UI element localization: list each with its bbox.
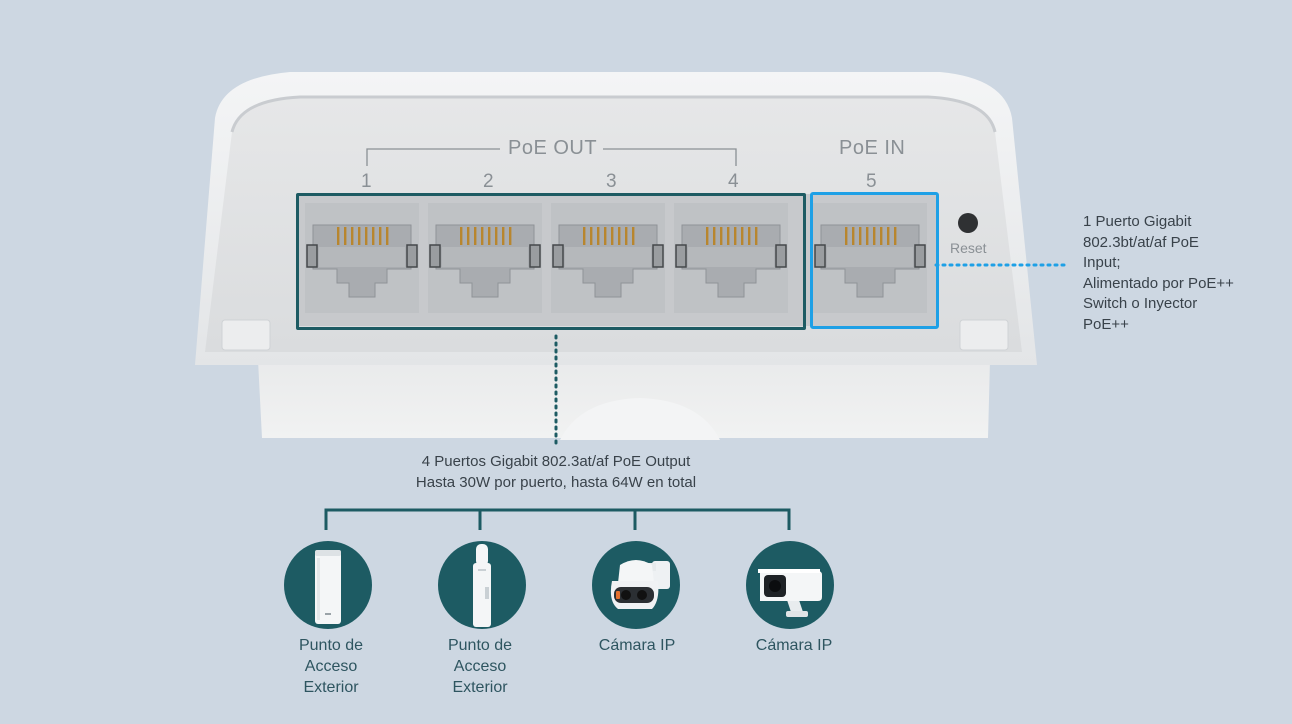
- device-label-line: Exterior: [452, 679, 508, 696]
- poe-in-label: PoE IN: [839, 137, 906, 159]
- poe-in-callout: 1 Puerto Gigabit 802.3bt/at/af PoE Input…: [1083, 212, 1234, 335]
- device-label-line: Acceso: [453, 658, 507, 675]
- device-label-line: Cámara IP: [598, 637, 676, 654]
- device-label-1: Punto de Acceso Exterior: [271, 635, 391, 698]
- device-circle-3: [592, 541, 680, 629]
- device-circle-4: [746, 541, 834, 629]
- device-label-3: Cámara IP: [577, 635, 697, 656]
- poe-in-callout-line: Alimentado por PoE++: [1083, 274, 1234, 292]
- poe-out-callout-line: Hasta 30W por puerto, hasta 64W en total: [415, 474, 697, 491]
- pan-tilt-ip-camera-icon: [610, 560, 670, 609]
- device-label-line: Punto de: [298, 637, 364, 654]
- device-tree-lines: [324, 508, 791, 530]
- port-number-3: 3: [606, 171, 617, 192]
- device-label-line: Exterior: [303, 679, 359, 696]
- outdoor-access-point-icon: [315, 550, 341, 624]
- port-number-5: 5: [866, 171, 877, 192]
- device-label-2: Punto de Acceso Exterior: [420, 635, 540, 698]
- reset-label: Reset: [950, 240, 987, 256]
- port-number-1: 1: [361, 171, 372, 192]
- device-circle-2: [438, 541, 526, 629]
- poe-in-callout-line: PoE++: [1083, 315, 1129, 333]
- device-label-line: Acceso: [304, 658, 358, 675]
- poe-in-callout-line: Input;: [1083, 254, 1121, 271]
- poe-in-callout-line: 802.3bt/at/af PoE: [1083, 233, 1199, 251]
- poe-out-highlight-box: [296, 193, 806, 330]
- port-number-4: 4: [728, 171, 739, 192]
- poe-in-highlight-box: [810, 192, 939, 329]
- device-label-4: Cámara IP: [734, 635, 854, 656]
- port-number-2: 2: [483, 171, 494, 192]
- poe-in-callout-line: Switch o Inyector: [1083, 295, 1198, 312]
- bullet-ip-camera-icon: [758, 569, 822, 617]
- device-label-line: Cámara IP: [755, 637, 833, 654]
- poe-in-callout-line: 1 Puerto Gigabit: [1083, 213, 1192, 230]
- poe-out-label: PoE OUT: [508, 137, 598, 159]
- device-label-line: Punto de: [447, 637, 513, 654]
- device-circle-1: [284, 541, 372, 629]
- poe-out-callout: 4 Puertos Gigabit 802.3at/af PoE Output …: [356, 451, 756, 493]
- poe-out-callout-line: 4 Puertos Gigabit 802.3at/af PoE Output: [421, 453, 691, 470]
- outdoor-access-point-antenna-icon: [473, 544, 491, 627]
